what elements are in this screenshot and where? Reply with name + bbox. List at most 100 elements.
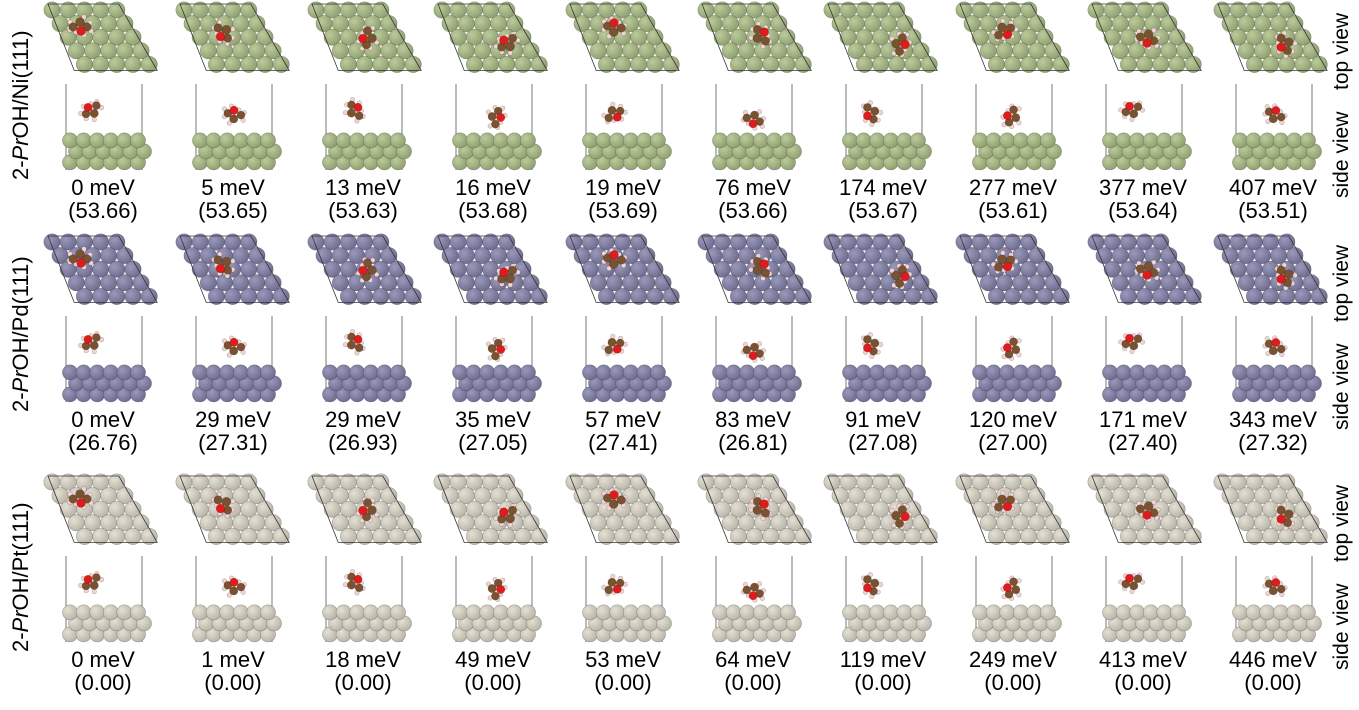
- metal-atom: [985, 132, 1002, 149]
- metal-atom: [372, 473, 390, 491]
- top-view-panel: [697, 1, 812, 73]
- metal-atom: [506, 604, 523, 621]
- top-view-panel: [697, 233, 812, 305]
- unit-cell-outline: [569, 235, 680, 303]
- metal-atom: [1245, 604, 1262, 621]
- metal-atom: [372, 1, 390, 19]
- configuration-energy: 16 meV(53.68): [438, 176, 548, 222]
- metal-atom: [1040, 364, 1056, 381]
- metal-atom: [712, 364, 728, 381]
- configuration-energy: 29 meV(26.93): [308, 408, 418, 454]
- hydrogen-atom: [226, 120, 232, 126]
- metal-atom: [1170, 364, 1186, 381]
- unit-cell-outline: [311, 475, 422, 543]
- side-view-panel: [192, 316, 282, 403]
- value-in-parentheses: (26.81): [718, 430, 788, 455]
- metal-atom: [362, 604, 379, 621]
- metal-atom: [762, 1, 780, 19]
- metal-atom: [1156, 364, 1173, 381]
- unit-cell-outline: [437, 3, 548, 71]
- carbon-atom: [1276, 33, 1286, 43]
- oxygen-atom: [1125, 101, 1135, 111]
- relative-energy: 29 meV: [325, 407, 401, 432]
- metal-atom: [770, 247, 788, 265]
- oxygen-atom: [759, 499, 769, 509]
- carbon-atom: [354, 111, 364, 121]
- metal-atom: [1026, 132, 1043, 149]
- side-view-panel: [62, 556, 152, 643]
- metal-atom: [506, 487, 524, 505]
- metal-atom: [260, 364, 276, 381]
- metal-atom: [888, 233, 906, 251]
- oxygen-atom: [748, 591, 758, 601]
- metal-atom: [1259, 132, 1276, 149]
- configuration-energy: 249 meV(0.00): [958, 648, 1068, 694]
- oxygen-atom: [748, 119, 758, 129]
- carbon-atom: [891, 38, 901, 49]
- metal-atom: [498, 473, 516, 491]
- metal-atom: [972, 364, 988, 381]
- hydrogen-atom: [756, 581, 763, 587]
- configuration-energy: 5 meV(53.65): [178, 176, 288, 222]
- carbon-atom: [752, 33, 763, 43]
- metal-atom: [985, 604, 1002, 621]
- hydrogen-atom: [91, 348, 97, 355]
- relative-energy: 119 meV: [839, 647, 927, 672]
- metal-atom: [636, 132, 653, 149]
- oxygen-atom: [358, 33, 368, 44]
- hydrogen-atom: [1000, 18, 1006, 24]
- top-view-panel: [1087, 233, 1202, 305]
- metal-atom: [855, 604, 872, 621]
- metal-atom: [506, 247, 524, 265]
- metal-atom: [766, 604, 783, 621]
- metal-atom: [622, 132, 639, 149]
- carbon-atom: [89, 108, 99, 118]
- unit-cell-outline: [827, 475, 938, 543]
- metal-atom: [1278, 233, 1296, 251]
- metal-atom: [89, 604, 106, 621]
- metal-atom: [75, 604, 92, 621]
- hydrogen-atom: [230, 498, 236, 504]
- carbon-atom: [1011, 585, 1021, 595]
- metal-atom: [192, 132, 208, 149]
- carbon-atom: [891, 510, 901, 521]
- metal-atom: [479, 132, 496, 149]
- hydrogen-atom: [507, 50, 513, 56]
- side-view-panel: [452, 316, 542, 403]
- carbon-atom: [997, 22, 1007, 32]
- metal-atom: [1020, 1, 1038, 19]
- carbon-atom: [1284, 37, 1294, 47]
- carbon-atom: [1135, 32, 1145, 42]
- metal-atom: [390, 132, 406, 149]
- unit-cell-outline: [569, 475, 680, 543]
- metal-atom: [739, 364, 756, 381]
- carbon-atom: [236, 110, 246, 120]
- metal-atom: [1160, 487, 1178, 505]
- metal-atom: [75, 364, 92, 381]
- carbon-atom: [89, 340, 99, 350]
- metal-atom: [1020, 233, 1038, 251]
- carbon-atom: [1143, 29, 1154, 39]
- metal-atom: [896, 604, 913, 621]
- oxygen-atom: [353, 102, 363, 112]
- metal-atom: [116, 247, 134, 265]
- top-view-panel: [823, 473, 938, 545]
- row-label-prefix: 2-: [8, 160, 33, 180]
- value-in-parentheses: (0.00): [464, 670, 522, 695]
- configuration-energy: 174 meV(53.67): [828, 176, 938, 222]
- configuration-energy: 76 meV(53.66): [698, 176, 808, 222]
- value-in-parentheses: (0.00): [1244, 670, 1302, 695]
- unit-cell-outline: [827, 235, 938, 303]
- carbon-atom: [487, 344, 497, 354]
- metal-atom: [609, 604, 626, 621]
- carbon-atom: [1011, 113, 1021, 123]
- oxygen-atom: [863, 583, 872, 593]
- carbon-atom: [1276, 584, 1286, 594]
- side-view-panel: [582, 84, 672, 171]
- unit-cell-outline: [569, 3, 680, 71]
- metal-atom: [248, 15, 266, 33]
- metal-atom: [240, 1, 258, 19]
- carbon-atom: [863, 103, 872, 112]
- metal-atom: [102, 604, 119, 621]
- oxygen-atom: [229, 337, 239, 347]
